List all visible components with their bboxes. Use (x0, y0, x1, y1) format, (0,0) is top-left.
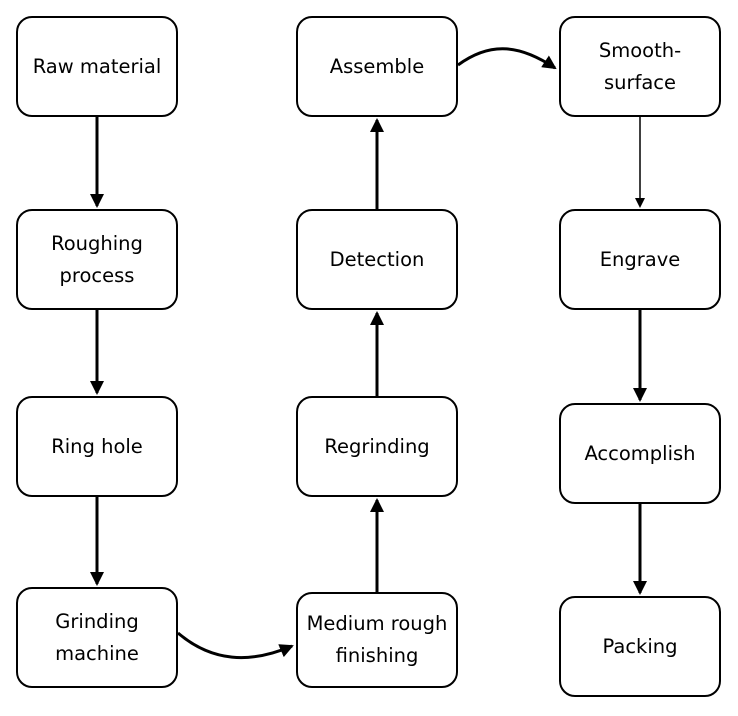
node-engrave: Engrave (559, 209, 721, 310)
node-packing: Packing (559, 596, 721, 697)
node-accomplish: Accomplish (559, 403, 721, 504)
arrow-assemble-to-smooth (457, 47, 557, 70)
node-raw-material: Raw material (16, 16, 178, 117)
node-smooth-surface: Smooth- surface (559, 16, 721, 117)
node-regrinding: Regrinding (296, 396, 458, 497)
arrow-grinding-to-medium (177, 631, 294, 660)
node-ring-hole: Ring hole (16, 396, 178, 497)
node-assemble: Assemble (296, 16, 458, 117)
node-grinding-machine: Grinding machine (16, 587, 178, 688)
node-detection: Detection (296, 209, 458, 310)
node-roughing-process: Roughing process (16, 209, 178, 310)
node-medium-rough-finishing: Medium rough finishing (296, 592, 458, 688)
